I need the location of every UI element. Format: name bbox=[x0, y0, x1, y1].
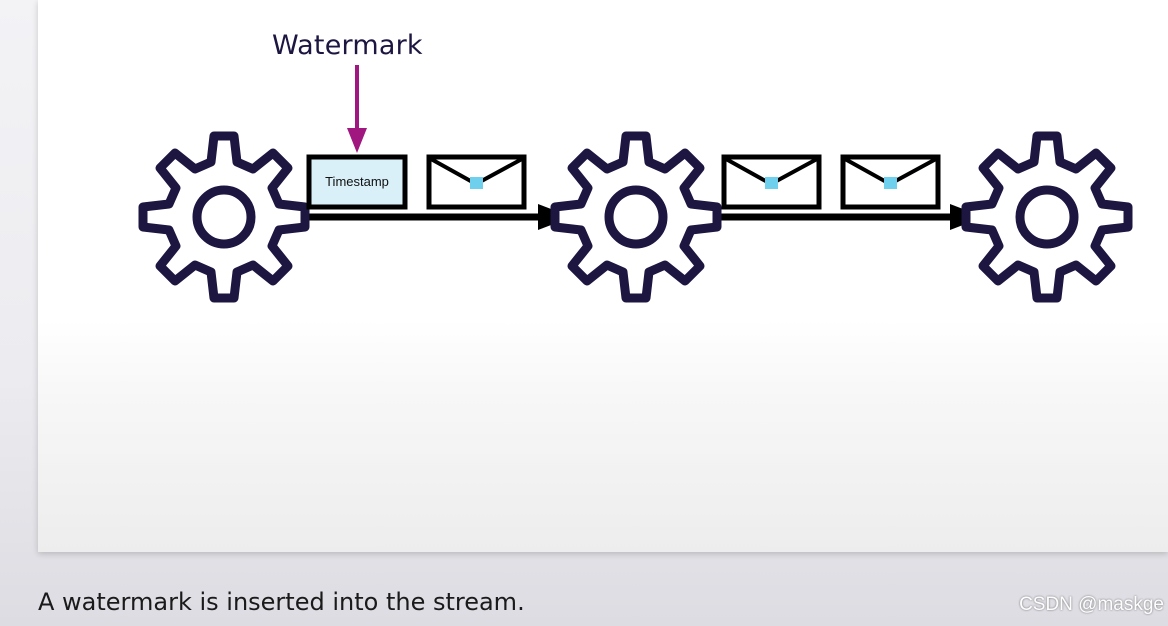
timestamp-box bbox=[306, 154, 408, 210]
gear-icon bbox=[966, 136, 1128, 298]
timestamp-label: Timestamp bbox=[325, 174, 389, 189]
caption: A watermark is inserted into the stream. bbox=[38, 588, 525, 616]
credit-watermark: CSDN @maskge bbox=[1019, 594, 1164, 615]
envelope-icon bbox=[840, 154, 941, 210]
watermark-arrow bbox=[347, 65, 367, 153]
envelope-icon bbox=[426, 154, 527, 210]
gear-icon bbox=[555, 136, 717, 298]
stream-diagram bbox=[0, 65, 1168, 320]
envelope-icon bbox=[721, 154, 822, 210]
watermark-label: Watermark bbox=[272, 30, 423, 61]
gear-icon bbox=[143, 136, 305, 298]
